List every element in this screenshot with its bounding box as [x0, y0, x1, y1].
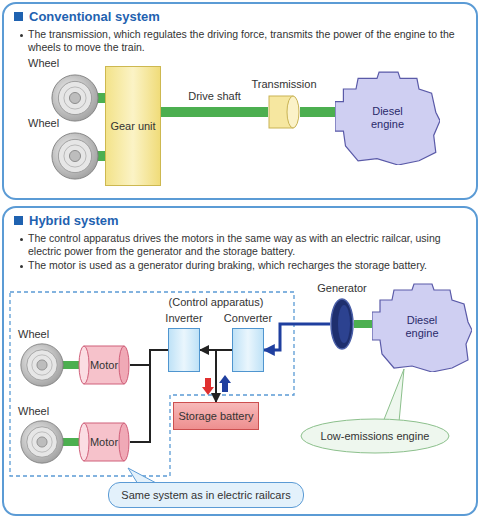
- connector: [264, 324, 330, 350]
- wheel-drawing: [52, 75, 98, 121]
- node-label: Low-emissions engine: [321, 430, 430, 443]
- node-label: Storage battery: [178, 410, 253, 423]
- node-label: Gear unit: [110, 120, 155, 133]
- wheel-drawing: [52, 133, 98, 179]
- bullet-dot: [20, 34, 23, 37]
- node-label: Transmission: [248, 78, 320, 92]
- motor: Motor: [78, 422, 130, 462]
- system-panel: Hybrid systemThe control apparatus drive…: [2, 206, 478, 516]
- title-bullet: [14, 12, 23, 21]
- node-label: Converter: [222, 312, 274, 326]
- callout-tail: [383, 369, 404, 422]
- charge-arrow: [219, 375, 231, 392]
- part-label: (Control apparatus): [169, 296, 264, 309]
- bullet-text: The transmission, which regulates the dr…: [28, 28, 466, 54]
- bullet-dot: [20, 265, 23, 268]
- title-bullet: [14, 216, 23, 225]
- node-outline: [330, 298, 354, 350]
- bullet-text: The motor is used as a generator during …: [28, 259, 427, 272]
- diesel-engine: Diesel engine: [335, 70, 440, 165]
- connector: [300, 107, 335, 117]
- edge-label: Drive shaft: [186, 90, 243, 103]
- part-label: Wheel: [28, 117, 59, 130]
- diesel-engine: Diesel engine: [372, 282, 472, 372]
- node-label: Generator: [314, 282, 370, 296]
- transmission-shape: [268, 94, 300, 130]
- panel-title: Conventional system: [29, 9, 160, 24]
- part-label: Wheel: [18, 405, 49, 418]
- bullet-row: The transmission, which regulates the dr…: [20, 28, 466, 54]
- panel-title: Hybrid system: [29, 213, 119, 228]
- transmission: Transmission: [248, 78, 320, 136]
- node-label: Motor: [90, 359, 118, 372]
- bullet-dot: [20, 238, 23, 241]
- node-label: Motor: [90, 436, 118, 449]
- gear-unit: Gear unit: [105, 66, 161, 186]
- node-label: Diesel engine: [359, 105, 417, 131]
- bullet-row: The control apparatus drives the motors …: [20, 232, 466, 258]
- callout-bubble: Same system as in electric railcars: [108, 482, 304, 508]
- wheel-drawing: [21, 421, 63, 463]
- bullet-row: The motor is used as a generator during …: [20, 259, 466, 272]
- storage-battery: Storage battery: [173, 402, 259, 430]
- title-row: Conventional system: [14, 9, 466, 24]
- connector: [200, 350, 216, 402]
- converter-shape: [232, 328, 264, 372]
- connector: [130, 350, 168, 442]
- inverter-shape: [168, 328, 200, 372]
- part-label: Wheel: [28, 57, 59, 70]
- generator-shape: [330, 298, 354, 350]
- inverter: Inverter: [160, 312, 208, 372]
- dashed-region: [10, 292, 294, 476]
- part-label: Wheel: [18, 328, 49, 341]
- bullet-text: The control apparatus drives the motors …: [28, 232, 466, 258]
- callout-bubble: Low-emissions engine: [300, 418, 450, 454]
- title-row: Hybrid system: [14, 213, 466, 228]
- node-label: Inverter: [160, 312, 208, 326]
- node-outline: [268, 94, 300, 130]
- node-label: Same system as in electric railcars: [121, 489, 290, 502]
- discharge-arrow: [202, 378, 214, 395]
- generator: Generator: [314, 282, 370, 352]
- wheel-drawing: [21, 344, 63, 386]
- node-label: Diesel engine: [393, 314, 451, 340]
- connector: [354, 320, 372, 328]
- converter: Converter: [222, 312, 274, 372]
- motor: Motor: [78, 345, 130, 385]
- connector: [161, 107, 268, 117]
